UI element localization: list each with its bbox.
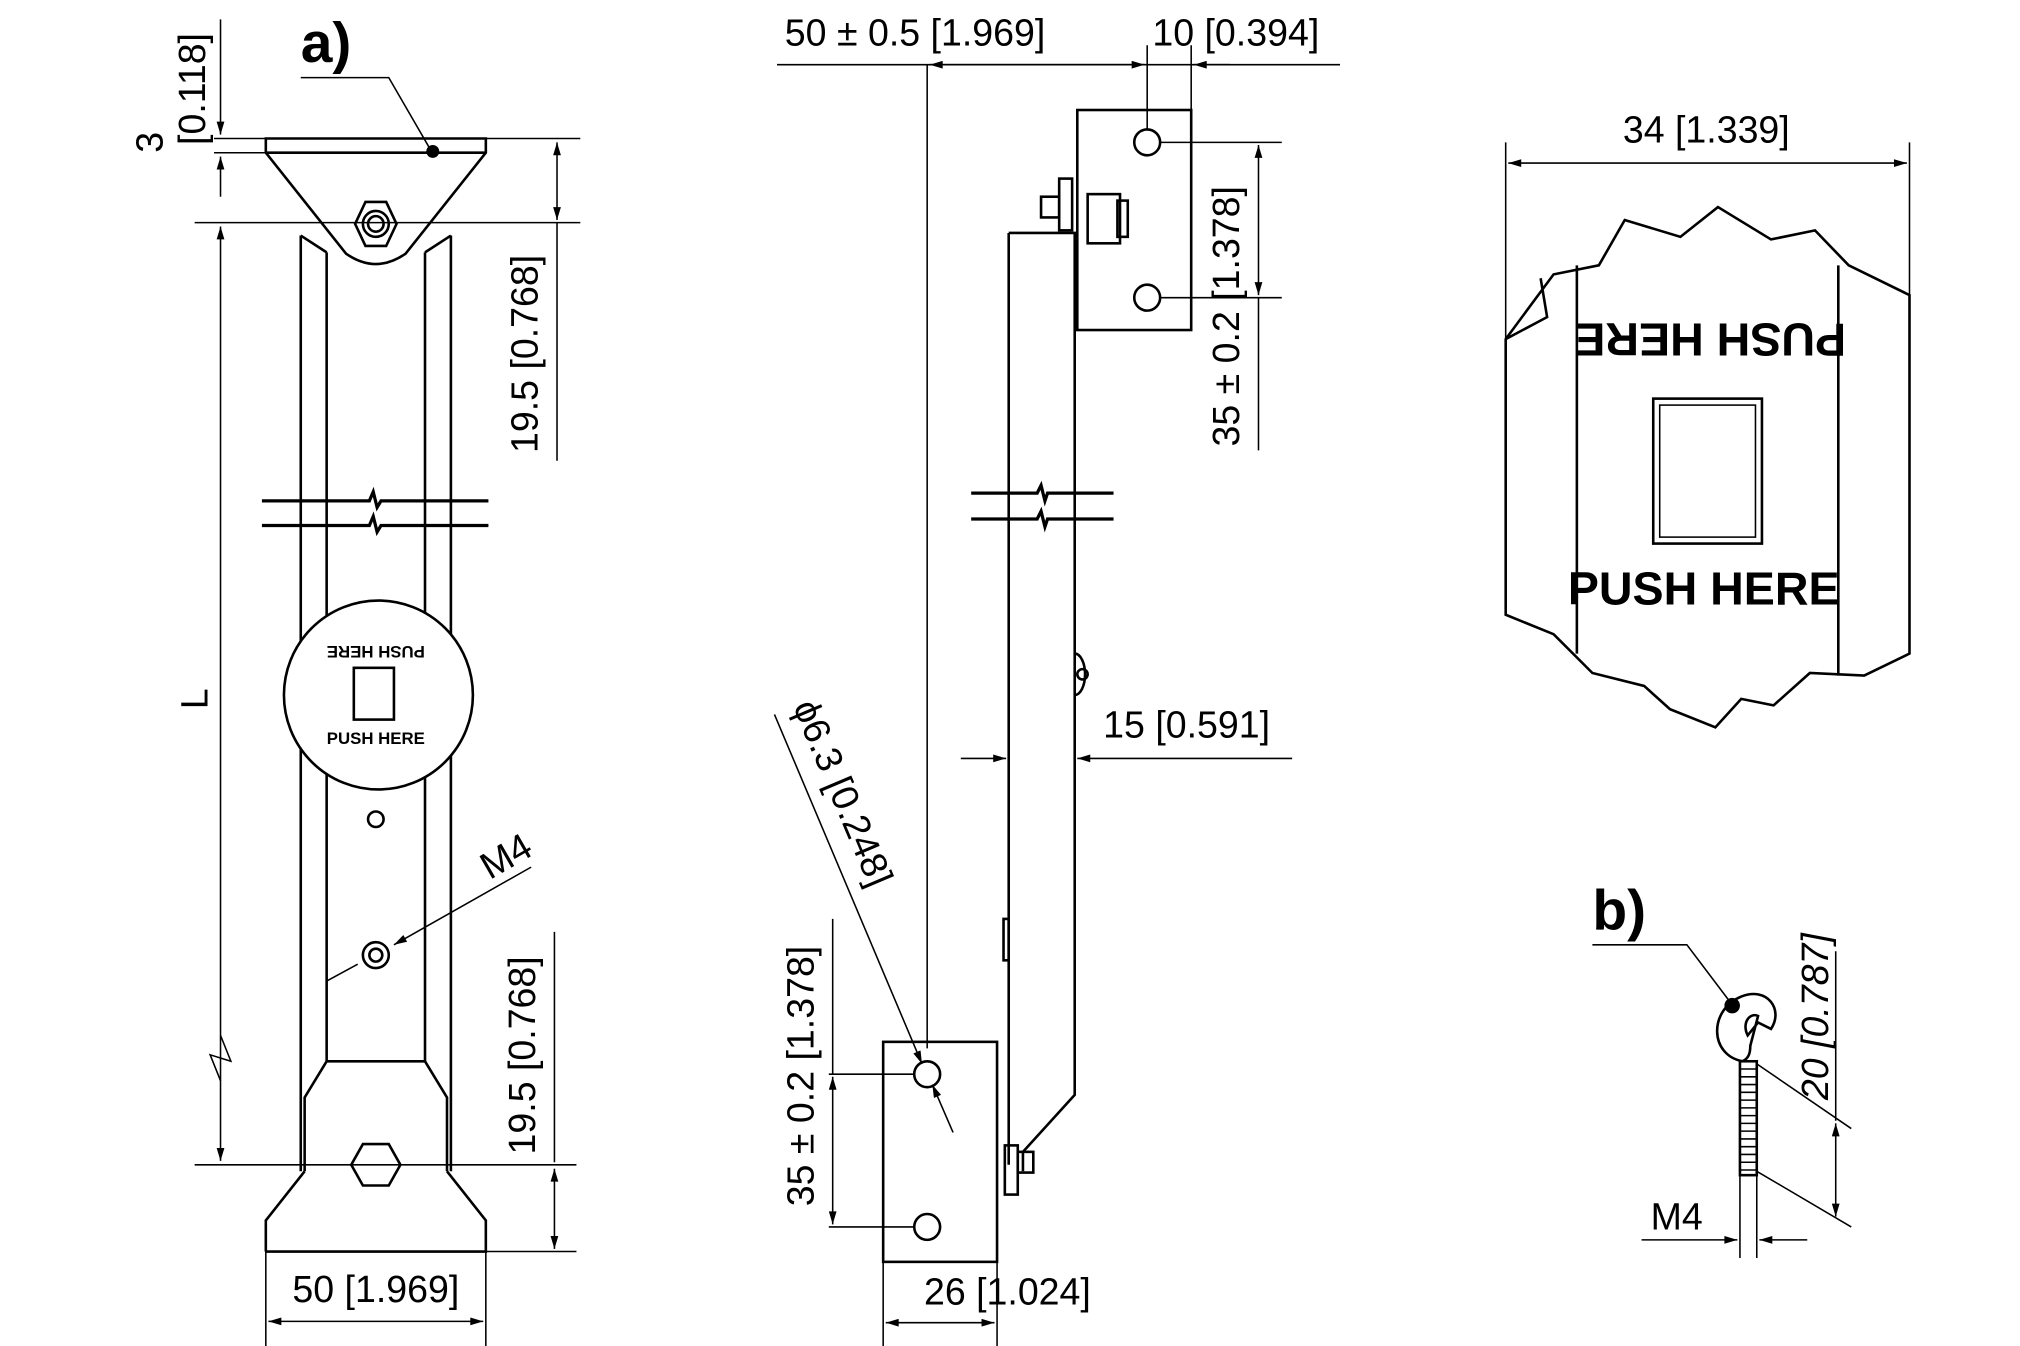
dim-offset: 50 ± 0.5 [1.969]: [785, 11, 1045, 53]
screw-view-b: b) 20 [0.787] M4: [1592, 878, 1852, 1258]
top-block: [1076, 108, 1193, 332]
push-here-bottom: PUSH HERE: [1568, 562, 1840, 614]
leader-a: [300, 76, 433, 152]
dim-bottom-block-width: 26 [1.024]: [924, 1271, 1091, 1313]
dim-bottom-hole-spacing: 35 ± 0.2 [1.378]: [779, 946, 821, 1206]
dim-length: L: [174, 688, 216, 709]
dim-top-hole-spacing: 35 ± 0.2 [1.378]: [1205, 186, 1247, 446]
side-view: 50 ± 0.5 [1.969] 10 [0.394] 35 ± 0.2 [1.…: [773, 11, 1341, 1346]
push-here-mini-bottom: PUSH HERE: [327, 729, 425, 748]
push-here-detail: PUSH HERE PUSH HERE 34 [1.339]: [1504, 108, 1911, 729]
nut-icon: [353, 200, 398, 248]
dim-base-width: 50 [1.969]: [292, 1268, 459, 1310]
push-here-mini-top: PUSH HERE: [327, 642, 425, 661]
dim-detail-width: 34 [1.339]: [1623, 108, 1790, 150]
hook-icon: [1716, 992, 1777, 1063]
dim-hole-offset: 10 [0.394]: [1152, 11, 1319, 53]
dim-bar-width: 15 [0.591]: [1103, 704, 1270, 746]
dim-screw-length: 20 [0.787]: [1794, 932, 1836, 1101]
label-a: a): [301, 11, 352, 75]
detail-circle: [282, 599, 475, 791]
dim-thread-b: M4: [1651, 1196, 1703, 1238]
label-b: b): [1592, 878, 1646, 942]
dim-top-height: 19.5 [0.768]: [504, 255, 546, 453]
front-view-a: a) PUSH HERE PUSH HERE M4 3 [0.118] 19.5…: [128, 11, 581, 1346]
push-here-top: PUSH HERE: [1574, 314, 1846, 366]
bottom-block: [881, 1040, 999, 1264]
top-bracket: [264, 137, 488, 266]
dim-thread-a: M4: [473, 825, 539, 887]
dim-top-thickness-in: [0.118]: [171, 33, 213, 145]
dim-hole-diameter: ϕ6.3 [0.248]: [785, 693, 901, 892]
break-lines: [261, 486, 489, 537]
dim-bottom-height: 19.5 [0.768]: [501, 956, 543, 1154]
dim-top-thickness: 3: [128, 132, 170, 153]
